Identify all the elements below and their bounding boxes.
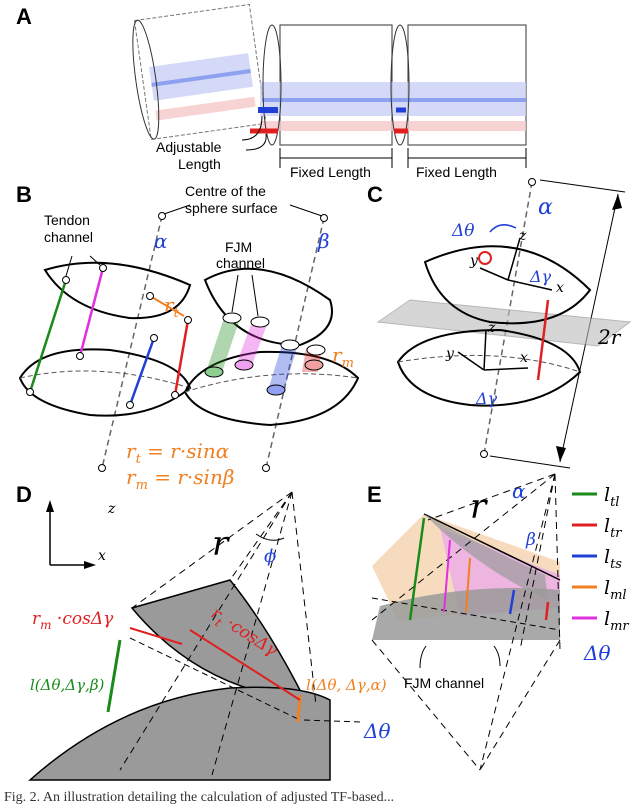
legend-label-tl: ltl (604, 484, 619, 510)
adjustable-length-label-1: Adjustable (156, 139, 222, 155)
alpha-c: α (538, 195, 553, 220)
legend-label-ml: lml (604, 577, 627, 603)
legend-label-ts: lts (604, 546, 622, 572)
dtheta-c: Δθ (451, 221, 475, 241)
fixed-length-label-1: Fixed Length (290, 164, 371, 180)
x-c-bottom: x (520, 350, 528, 366)
fixed-length-label-2: Fixed Length (416, 164, 497, 180)
panel-b-label: B (16, 182, 32, 207)
tendon-label-1: Tendon (44, 212, 90, 228)
r-e: r (470, 487, 488, 527)
dgamma-c-bottom: Δγ (475, 389, 498, 408)
adjustable-length-label-2: Length (178, 156, 221, 172)
z-d: z (107, 501, 116, 517)
legend-label-tr: ltr (604, 515, 622, 541)
centre-label-1: Centre of the (185, 183, 266, 199)
beta-e: β (525, 530, 536, 550)
tendon-label-2: channel (44, 229, 93, 245)
fjm-label-1: FJM (225, 239, 252, 255)
y-c-bottom: y (445, 346, 455, 362)
x-c-top: x (556, 280, 564, 296)
alpha-e: α (512, 479, 526, 503)
panel-a-modules (132, 3, 527, 168)
fjm-channel-e: FJM channel (404, 675, 484, 691)
alpha-b: α (154, 229, 168, 253)
r-d: r (212, 524, 230, 564)
legend-label-mr: lmr (604, 608, 629, 634)
dtheta-d: Δθ (363, 719, 390, 743)
dtheta-e: Δθ (583, 641, 610, 665)
rt-b: rt (164, 293, 180, 321)
rm-cos-d: rm ·cosΔγ (32, 609, 114, 632)
l-left-d: l(Δθ,Δγ,β) (30, 676, 105, 694)
panel-c-drawing (376, 178, 632, 469)
z-c-top: z (518, 228, 527, 244)
panel-c-label: C (367, 182, 383, 207)
y-c-top: y (469, 253, 479, 269)
panel-e-label: E (367, 482, 382, 507)
beta-b: β (317, 229, 330, 253)
dgamma-c-top: Δγ (529, 267, 552, 286)
equation-rt: rt = r·sinα (126, 439, 230, 467)
x-d: x (98, 548, 106, 564)
phi-d: ϕ (264, 546, 276, 567)
panel-d-drawing (28, 491, 361, 781)
rm-b: rm (332, 343, 354, 371)
equation-rm: rm = r·sinβ (126, 465, 234, 493)
panel-e-drawing: ltl ltr lts lml lmr (371, 473, 629, 771)
z-c-bottom: z (487, 320, 496, 336)
figure-caption: Fig. 2. An illustration detailing the ca… (4, 790, 395, 805)
panel-b-drawing (18, 204, 360, 472)
panel-d-label: D (16, 482, 32, 507)
two-r-c: 2r (597, 325, 622, 349)
panel-a-label: A (16, 4, 32, 29)
fjm-label-2: channel (216, 255, 265, 271)
centre-label-2: sphere surface (185, 200, 278, 216)
l-right-d: l(Δθ, Δγ,α) (306, 676, 387, 694)
